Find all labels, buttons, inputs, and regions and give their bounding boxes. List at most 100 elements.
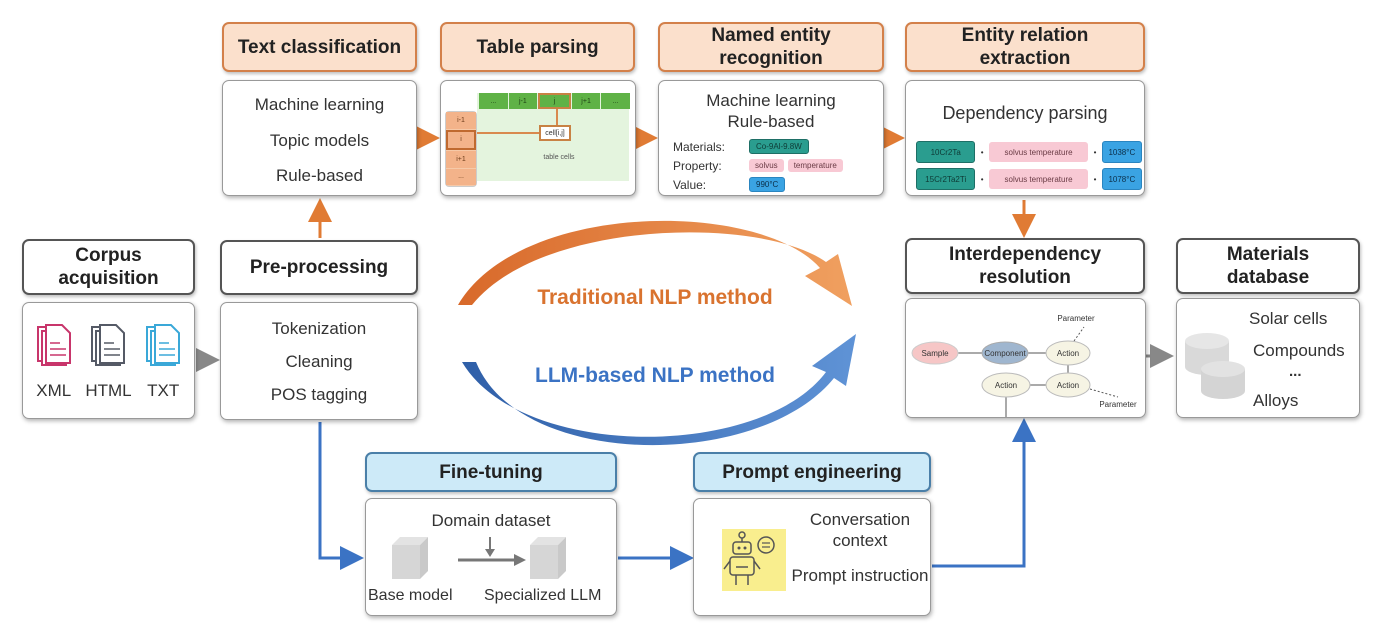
llm-curved-arrow	[462, 334, 856, 446]
corpus-acquisition-header: Corpus acquisition	[22, 239, 195, 295]
table-col-header: j-1	[508, 93, 538, 109]
arrow-preprocessing-to-finetuning	[318, 422, 364, 570]
arrow-prompt-to-interdependency	[932, 418, 1036, 568]
action-node	[981, 372, 1031, 398]
prompt-engineering-title: Prompt engineering	[722, 461, 902, 483]
entity-tag: solvus	[749, 159, 784, 172]
ner-title: Named entity recognition	[711, 25, 831, 69]
robot-icon	[722, 529, 786, 591]
preprocessing-item: Cleaning	[285, 352, 353, 371]
text-classification-header: Text classification	[222, 22, 417, 72]
ner-method: Machine learning	[706, 91, 836, 110]
value-tag: 1078°C	[1101, 168, 1142, 190]
sample-node	[911, 341, 959, 365]
corpus-file-xml: XML	[36, 323, 72, 401]
traditional-method-label: Traditional NLP method	[537, 286, 773, 309]
table-row-header: i+1	[446, 151, 476, 168]
text-classification-item: Machine learning	[254, 95, 385, 114]
table-parsing-title: Table parsing	[476, 36, 599, 58]
action-label: Action	[1057, 349, 1079, 358]
ner-field-row: Materials:Co-9Al-9.8W	[673, 137, 878, 156]
base-model-label: Base model	[368, 587, 453, 604]
specialized-llm-cube-icon	[530, 537, 566, 579]
llm-method-label: LLM-based NLP method	[535, 364, 775, 387]
edge	[1073, 326, 1085, 342]
dependency-parsing-label: Dependency parsing	[942, 103, 1108, 123]
table-col-header: j	[538, 93, 571, 109]
table-cells-caption: table cells	[543, 154, 575, 161]
action-node	[1045, 340, 1091, 366]
property-tag: solvus temperature	[988, 142, 1089, 162]
corpus-acquisition-box: XML HTML TXT	[22, 302, 195, 419]
relation-extraction-header: Entity relation extraction	[905, 22, 1145, 72]
material-tag: 15Cr2Ta2Ti	[916, 168, 976, 190]
table-col-header: ...	[601, 93, 630, 109]
materials-db-title: Materials database	[1226, 244, 1310, 288]
action-label: Action	[1057, 381, 1079, 390]
corpus-file-html: HTML	[85, 323, 132, 401]
interdependency-box: Sample Component Action Action Action Pa…	[905, 298, 1146, 418]
document-stack-icon	[36, 324, 71, 366]
relation-extraction-box: Dependency parsing 10Cr2Ta•solvus temper…	[905, 80, 1145, 196]
document-stack-icon	[91, 324, 126, 366]
table-col-header: ...	[479, 93, 508, 109]
table-row-header: i-1	[446, 112, 476, 129]
relation-row: 15Cr2Ta2Ti•solvus temperature•1078°C	[916, 168, 1142, 190]
relation-row: 10Cr2Ta•solvus temperature•1038°C	[916, 141, 1142, 163]
component-node	[981, 341, 1029, 365]
ner-box: Machine learning Rule-based Materials:Co…	[658, 80, 884, 196]
prompt-instruction-label: Prompt instruction	[791, 566, 929, 585]
ner-field-label: Value:	[673, 177, 707, 192]
file-type-label: XML	[36, 381, 72, 400]
text-classification-title: Text classification	[237, 36, 402, 58]
domain-dataset-label: Domain dataset	[431, 511, 551, 530]
file-type-label: HTML	[85, 381, 132, 400]
table-row-header: i	[446, 129, 476, 150]
ner-header: Named entity recognition	[658, 22, 884, 72]
materials-db-box: Solar cells Compounds ... Alloys	[1176, 298, 1360, 418]
action-label: Action	[995, 381, 1017, 390]
prompt-engineering-box: Conversation context Prompt instruction	[693, 498, 931, 616]
file-type-label: TXT	[147, 381, 180, 400]
prompt-engineering-header: Prompt engineering	[693, 452, 931, 492]
component-label: Component	[984, 349, 1026, 358]
property-tag: solvus temperature	[988, 169, 1089, 189]
conversation-context-label: Conversation context	[809, 510, 911, 550]
text-classification-item: Rule-based	[276, 166, 363, 185]
materials-db-header: Materials database	[1176, 238, 1360, 294]
sample-label: Sample	[921, 349, 949, 358]
action-node	[1045, 372, 1091, 398]
text-classification-box: Machine learning Topic models Rule-based	[222, 80, 417, 196]
parameter-label: Parameter	[1099, 400, 1137, 409]
edge	[1089, 388, 1119, 398]
preprocessing-header: Pre-processing	[220, 240, 418, 295]
preprocessing-box: Tokenization Cleaning POS tagging	[220, 302, 418, 420]
preprocessing-title: Pre-processing	[249, 257, 389, 278]
interdependency-title: Interdependency resolution	[948, 244, 1102, 288]
ner-field-label: Property:	[673, 158, 722, 173]
interdependency-header: Interdependency resolution	[905, 238, 1145, 294]
ner-field-label: Materials:	[673, 139, 726, 154]
entity-tag: 990°C	[749, 177, 786, 192]
table-col-header: j+1	[571, 93, 601, 109]
traditional-curved-arrow	[458, 220, 852, 306]
ner-method: Rule-based	[727, 112, 815, 131]
base-model-cube-icon	[392, 537, 428, 579]
entity-tag: temperature	[787, 159, 843, 172]
db-item: ...	[1289, 363, 1302, 380]
db-item: Compounds	[1253, 341, 1345, 360]
finetuning-header: Fine-tuning	[365, 452, 617, 492]
corpus-acquisition-title: Corpus acquisition	[58, 245, 159, 289]
finetuning-title: Fine-tuning	[439, 461, 543, 483]
finetuning-diagram	[392, 537, 566, 579]
ner-field-row: Value: 990°C	[673, 175, 878, 194]
parameter-label: Parameter	[1057, 314, 1095, 323]
col-highlight-line	[556, 109, 558, 125]
db-item: Solar cells	[1249, 309, 1328, 328]
table-parsing-header: Table parsing	[440, 22, 635, 72]
speech-bubble-icon	[757, 536, 775, 554]
document-stack-icon	[146, 324, 181, 366]
